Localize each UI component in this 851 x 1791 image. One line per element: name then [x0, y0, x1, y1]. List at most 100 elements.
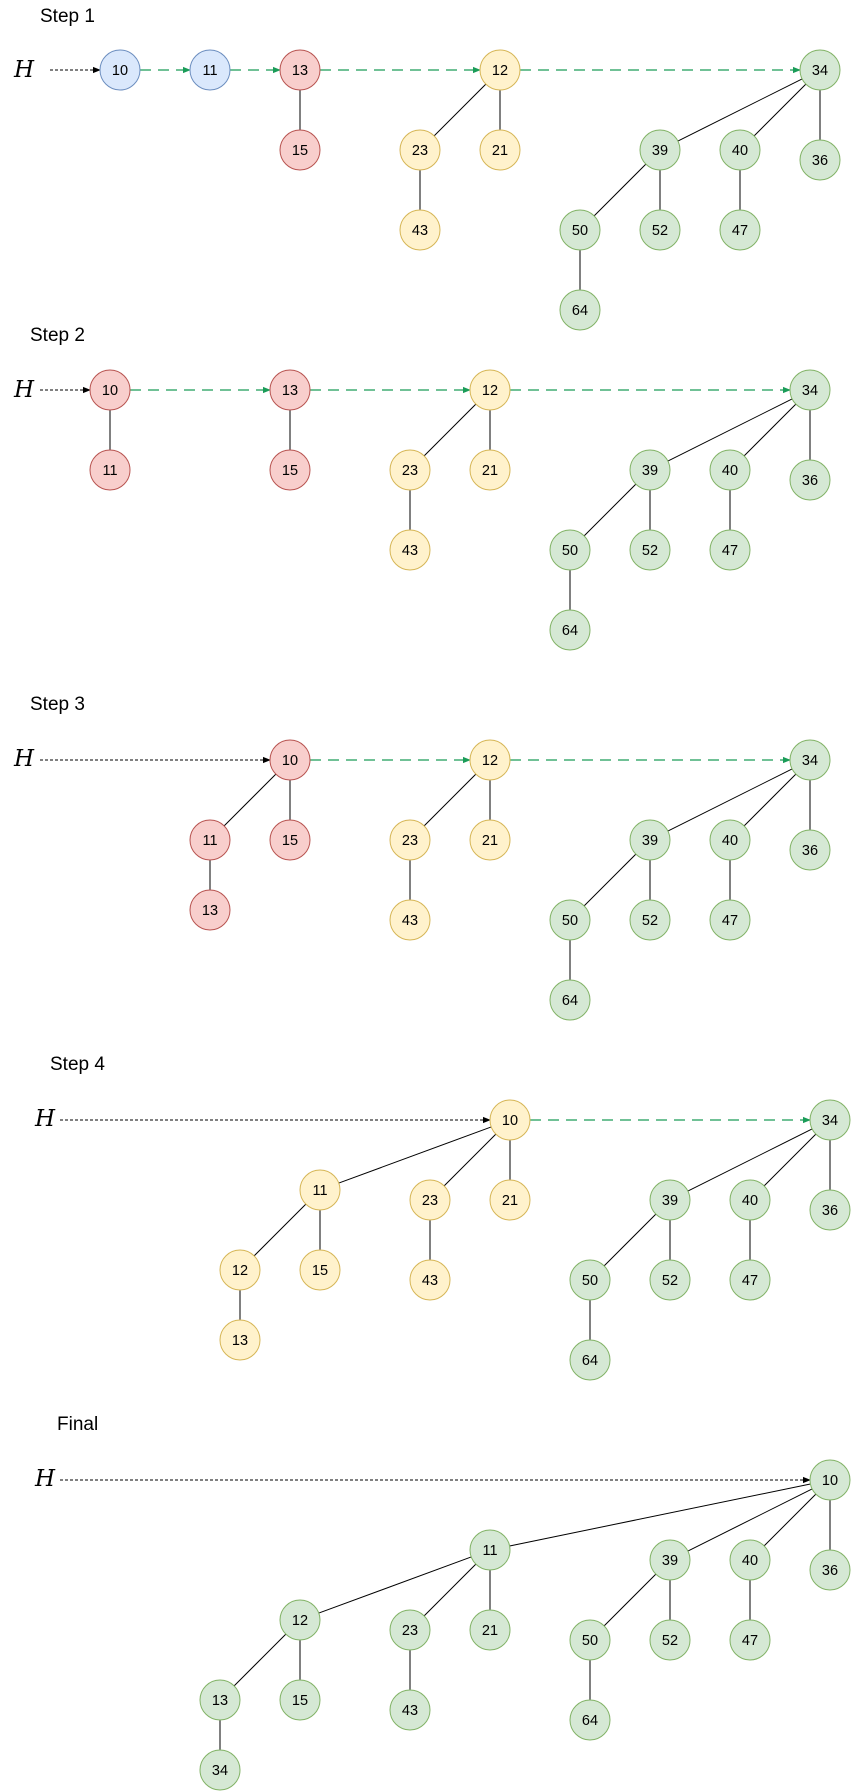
heap-node-11: 11: [469, 1529, 511, 1571]
node-circle: [269, 369, 311, 411]
node-key: 50: [582, 1273, 598, 1289]
tree-edges: [219, 1483, 831, 1750]
node-circle: [299, 1169, 341, 1211]
node-key: 39: [642, 833, 658, 849]
node-key: 21: [482, 833, 498, 849]
node-key: 34: [802, 753, 818, 769]
node-key: 39: [662, 1193, 678, 1209]
node-key: 40: [742, 1553, 758, 1569]
node-circle: [389, 1689, 431, 1731]
node-circle: [789, 739, 831, 781]
node-key: 13: [282, 383, 298, 399]
heap-node-64: 64: [549, 609, 591, 651]
tree-edge-34-39: [667, 398, 793, 462]
node-circle: [399, 209, 441, 251]
heap-node-12: 12: [219, 1249, 261, 1291]
tree-edge-39-50: [603, 1213, 657, 1267]
node-key: 64: [572, 303, 588, 319]
node-circle: [89, 449, 131, 491]
heap-node-12: 12: [469, 739, 511, 781]
node-circle: [709, 819, 751, 861]
heap-node-13: 13: [279, 49, 321, 91]
node-circle: [389, 529, 431, 571]
node-key: 10: [502, 1113, 518, 1129]
node-circle: [409, 1179, 451, 1221]
node-circle: [279, 1679, 321, 1721]
node-key: 39: [642, 463, 658, 479]
node-circle: [789, 459, 831, 501]
node-circle: [569, 1259, 611, 1301]
tree-edge-10-11: [509, 1483, 811, 1547]
heap-node-36: 36: [789, 459, 831, 501]
heap-node-36: 36: [809, 1549, 851, 1591]
node-key: 50: [562, 913, 578, 929]
tree-edge-34-40: [743, 773, 797, 827]
heap-node-13: 13: [269, 369, 311, 411]
node-key: 39: [662, 1553, 678, 1569]
heap-node-12: 12: [479, 49, 521, 91]
node-circle: [729, 1259, 771, 1301]
head-pointer-label: H: [34, 1466, 56, 1492]
heap-node-15: 15: [299, 1249, 341, 1291]
final-panel: Final H: [34, 1414, 98, 1492]
node-circle: [639, 129, 681, 171]
node-circle: [639, 209, 681, 251]
node-key: 64: [562, 623, 578, 639]
heap-node-50: 50: [549, 899, 591, 941]
node-circle: [799, 139, 841, 181]
node-key: 11: [102, 463, 117, 479]
node-circle: [549, 529, 591, 571]
node-key: 10: [102, 383, 118, 399]
node-key: 50: [562, 543, 578, 559]
node-circle: [479, 129, 521, 171]
tree-edge-39-50: [583, 853, 637, 907]
node-key: 36: [802, 843, 818, 859]
tree-edge-12-23: [423, 403, 477, 457]
heap-node-15: 15: [269, 449, 311, 491]
node-circle: [649, 1619, 691, 1661]
node-circle: [469, 739, 511, 781]
node-circle: [569, 1619, 611, 1661]
node-circle: [719, 209, 761, 251]
node-key: 10: [822, 1473, 838, 1489]
heap-node-47: 47: [709, 899, 751, 941]
heap-node-52: 52: [649, 1259, 691, 1301]
node-key: 34: [802, 383, 818, 399]
node-key: 40: [722, 463, 738, 479]
heap-node-50: 50: [549, 529, 591, 571]
node-key: 11: [202, 833, 217, 849]
tree-edges: [109, 398, 811, 610]
node-circle: [269, 819, 311, 861]
node-circle: [549, 899, 591, 941]
node-key: 23: [422, 1193, 438, 1209]
node-key: 52: [662, 1273, 678, 1289]
node-key: 64: [582, 1713, 598, 1729]
tree-edge-12-23: [423, 773, 477, 827]
node-circle: [549, 609, 591, 651]
node-key: 12: [232, 1263, 248, 1279]
step-title: Step 2: [30, 325, 85, 346]
node-key: 10: [112, 63, 128, 79]
node-circle: [729, 1539, 771, 1581]
node-circle: [479, 49, 521, 91]
node-key: 15: [282, 463, 298, 479]
node-key: 36: [822, 1563, 838, 1579]
heap-node-21: 21: [479, 129, 521, 171]
heap-node-50: 50: [569, 1619, 611, 1661]
node-circle: [219, 1249, 261, 1291]
heap-node-13: 13: [189, 889, 231, 931]
heap-node-34: 34: [199, 1749, 241, 1791]
tree-edge-11-12: [318, 1556, 472, 1614]
heap-node-64: 64: [569, 1699, 611, 1741]
heap-node-15: 15: [279, 1679, 321, 1721]
node-circle: [629, 529, 671, 571]
node-circle: [709, 899, 751, 941]
node-key: 13: [232, 1333, 248, 1349]
heap-node-34: 34: [799, 49, 841, 91]
node-circle: [199, 1679, 241, 1721]
heap-node-10: 10: [489, 1099, 531, 1141]
step-1-panel: Step 1 H: [13, 6, 95, 83]
node-circle: [629, 449, 671, 491]
